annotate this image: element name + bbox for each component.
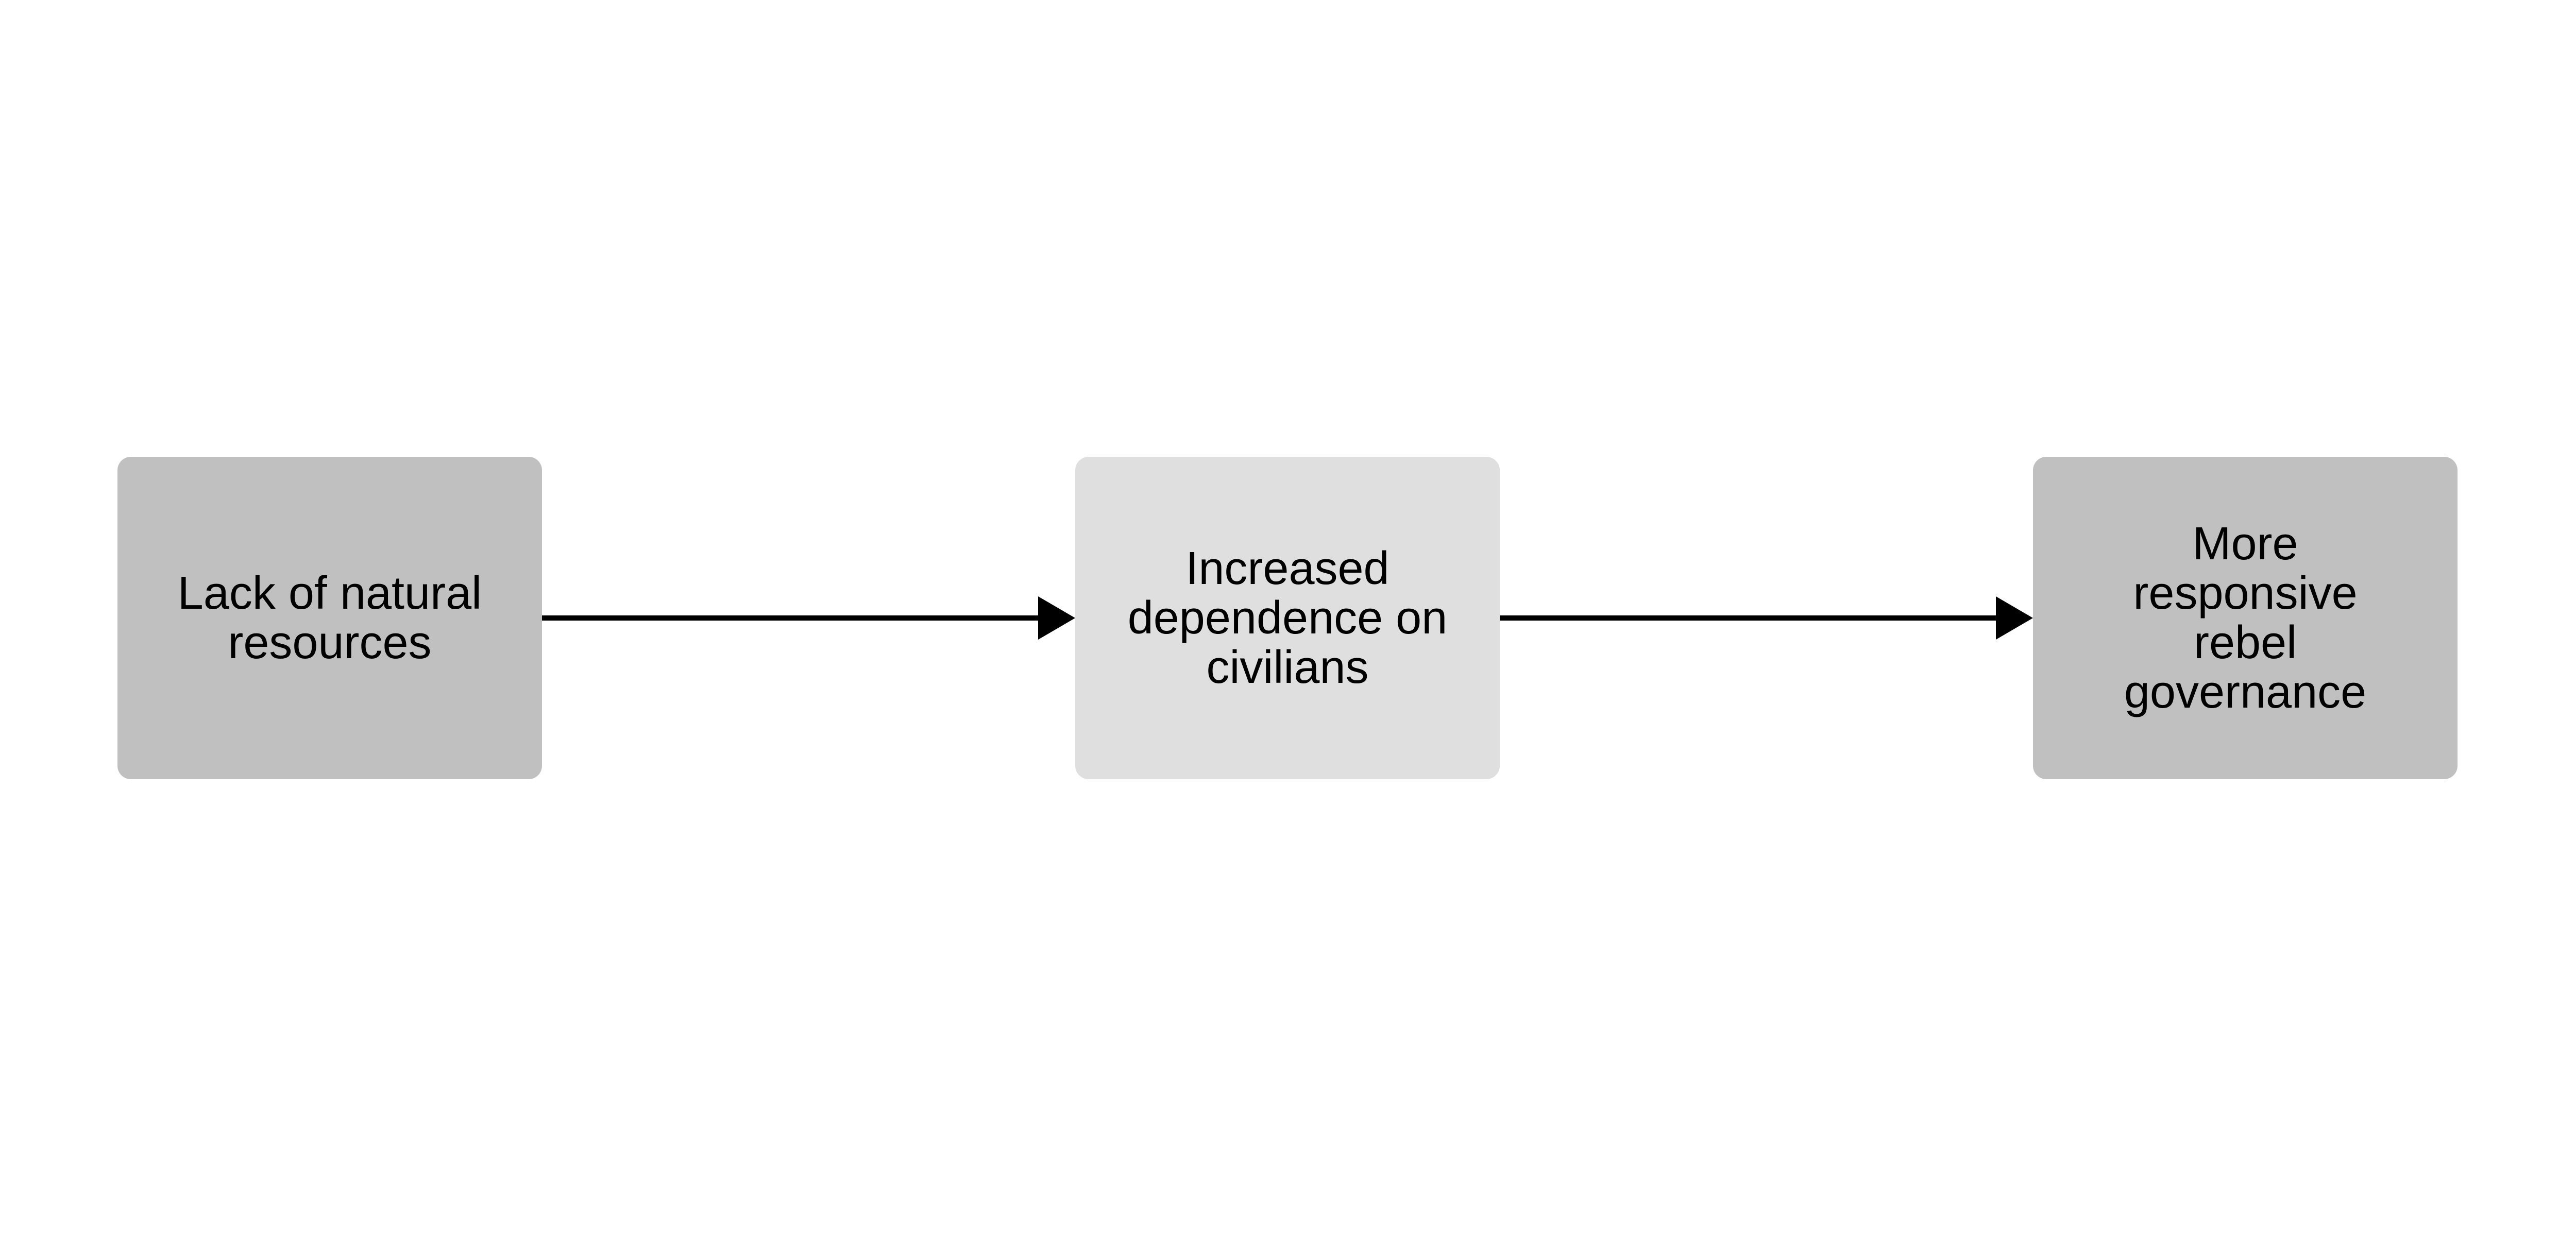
node-label: Increased dependence on civilians [1127, 543, 1448, 693]
node-label: Lack of natural resources [177, 568, 482, 668]
node-label: More responsive rebel governance [2124, 518, 2367, 718]
node-increased-dependence-on-civilians: Increased dependence on civilians [1075, 457, 1500, 779]
arrowhead-icon [1038, 596, 1076, 640]
arrowhead-icon [1996, 596, 2033, 640]
edge-dependence-to-governance [1499, 596, 2033, 640]
node-lack-of-natural-resources: Lack of natural resources [117, 457, 542, 779]
arrow-line [1499, 615, 1996, 621]
node-more-responsive-rebel-governance: More responsive rebel governance [2033, 457, 2458, 779]
arrow-line [541, 615, 1039, 621]
edge-resources-to-dependence [541, 596, 1076, 640]
